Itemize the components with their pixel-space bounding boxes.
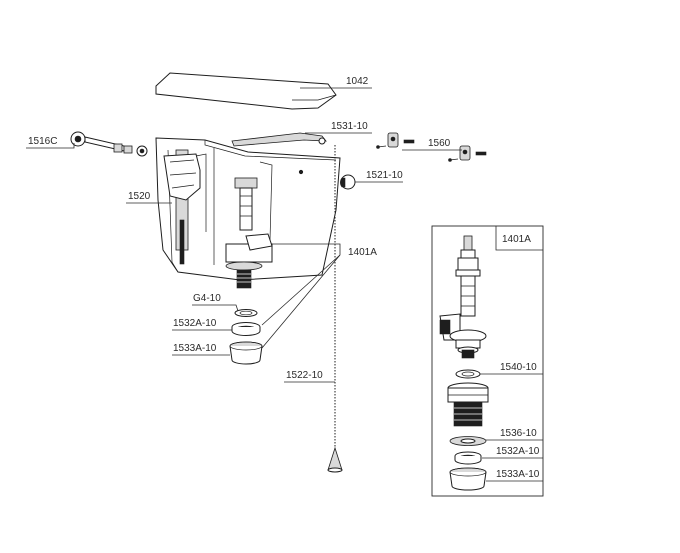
inset-locknut-part <box>454 451 482 465</box>
inset-seal-label: 1540-10 <box>500 362 537 373</box>
flush-valve-in-tank-part <box>225 177 273 289</box>
inset-seal-part <box>455 369 481 379</box>
tank-lid-part <box>155 72 337 110</box>
chain-label: 1522-10 <box>286 370 323 381</box>
fill-valve-label: 1520 <box>128 191 151 202</box>
gasket-label: G4-10 <box>193 293 221 304</box>
plug-label: 1521-10 <box>366 170 403 181</box>
plug-part <box>340 174 356 190</box>
fill-valve-nut-part <box>70 131 148 157</box>
fill-valve-part <box>163 149 207 265</box>
tank-body-part <box>155 137 341 289</box>
flush-valve-leader-line <box>272 243 341 255</box>
trip-lever-label: 1531-10 <box>331 121 368 132</box>
lid-label: 1042 <box>346 76 369 87</box>
inset-canister-part <box>447 382 489 427</box>
inset-washer-part <box>449 436 487 446</box>
gasket-part <box>234 309 258 317</box>
inset-spud-washer-part <box>449 467 487 491</box>
flush-valve-leader-to-locknut <box>261 254 341 326</box>
gasket-leader-line <box>192 304 239 312</box>
locknut-label: 1532A-10 <box>173 318 217 329</box>
inset-spud-washer-label: 1533A-10 <box>496 469 540 480</box>
inset-washer-label: 1536-10 <box>500 428 537 439</box>
locknut-part <box>231 322 261 336</box>
fill-valve-nut-leader-line <box>26 143 75 149</box>
spud-washer-label: 1533A-10 <box>173 343 217 354</box>
inset-title: 1401A <box>502 234 531 245</box>
hinge-bolts-label: 1560 <box>428 138 451 149</box>
flush-valve-detail-inset: 1401A 1540-10 <box>431 225 544 497</box>
spud-washer-part <box>229 341 263 365</box>
inset-locknut-label: 1532A-10 <box>496 446 540 457</box>
inset-flush-valve-part <box>439 235 487 359</box>
flush-valve-leader-to-washer <box>261 254 341 349</box>
chain-part <box>327 145 343 473</box>
flush-valve-label: 1401A <box>348 247 377 258</box>
trip-lever-part <box>231 132 327 147</box>
fill-valve-nut-label: 1516C <box>28 136 57 147</box>
hinge-bolts-part <box>376 132 487 162</box>
